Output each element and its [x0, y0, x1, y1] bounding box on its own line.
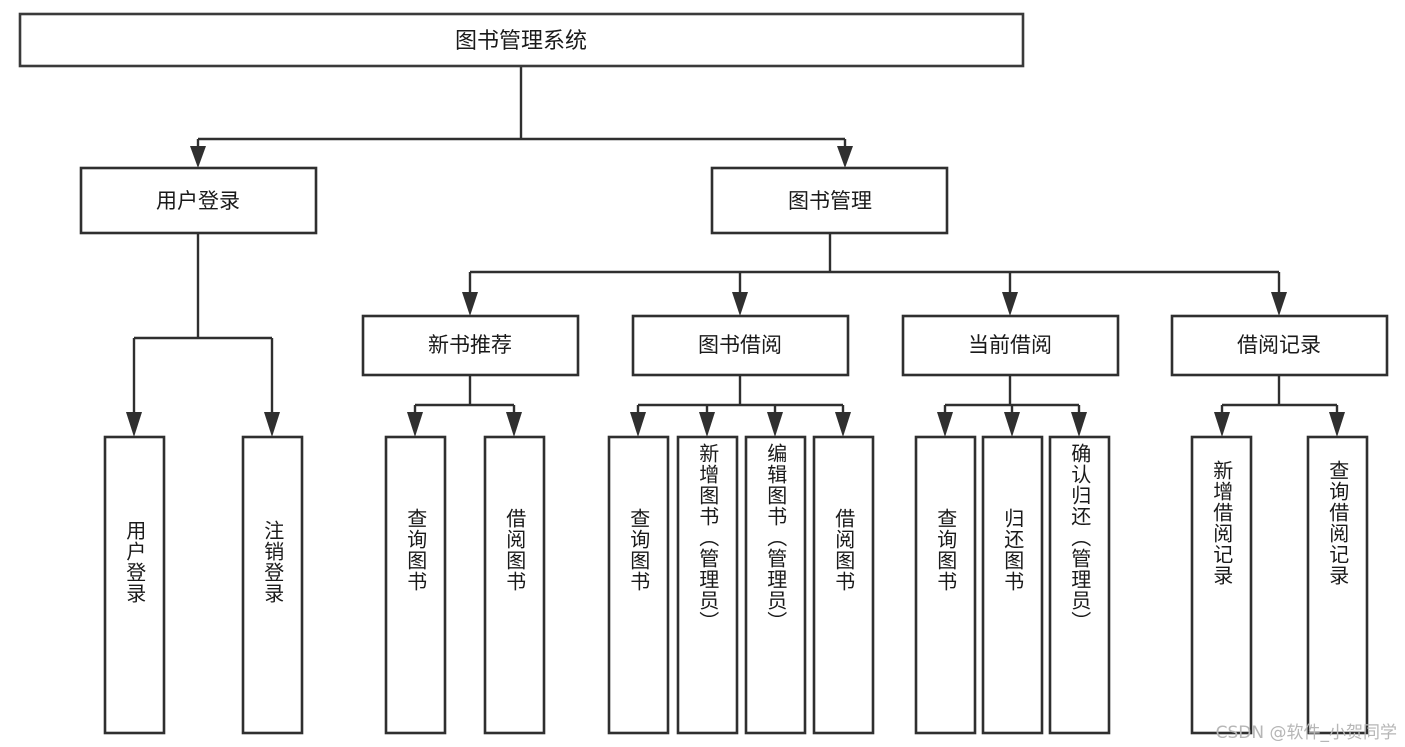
node-book-management-label: 图书管理 — [788, 189, 872, 213]
connectors-borrow-record-to-leaves — [1214, 375, 1345, 437]
leaf-box-book-borrow-1[interactable] — [676, 435, 739, 735]
node-root-label: 图书管理系统 — [455, 29, 587, 54]
node-current-borrow[interactable]: 当前借阅 — [901, 314, 1120, 377]
leaf-box-current-borrow-1[interactable] — [981, 435, 1044, 735]
leaf-box-borrow-record-0[interactable] — [1190, 435, 1253, 735]
leaf-box-book-borrow-0[interactable] — [607, 435, 670, 735]
connectors-user-login-to-leaves — [126, 233, 280, 437]
node-book-management[interactable]: 图书管理 — [710, 166, 949, 235]
leaf-box-user-login-0[interactable] — [103, 435, 166, 735]
node-borrow-record-label: 借阅记录 — [1237, 333, 1321, 357]
node-book-borrow-label: 图书借阅 — [698, 333, 782, 357]
leaf-box-current-borrow-0[interactable] — [914, 435, 977, 735]
node-current-borrow-label: 当前借阅 — [968, 333, 1052, 357]
node-user-login-label: 用户登录 — [156, 189, 240, 213]
leaf-box-new-book-0[interactable] — [384, 435, 447, 735]
connectors-level2-booking-to-level3 — [462, 233, 1287, 316]
connectors-current-borrow-to-leaves — [937, 375, 1087, 437]
csdn-watermark: CSDN @软件_小贺同学 — [1215, 723, 1397, 743]
leaf-box-new-book-1[interactable] — [483, 435, 546, 735]
leaf-box-book-borrow-2[interactable] — [744, 435, 807, 735]
leaf-box-current-borrow-2[interactable] — [1048, 435, 1111, 735]
node-new-book-recommend-label: 新书推荐 — [428, 333, 512, 357]
leaf-box-user-login-1[interactable] — [241, 435, 304, 735]
connectors-root-to-level2 — [190, 66, 853, 168]
node-new-book-recommend[interactable]: 新书推荐 — [361, 314, 580, 377]
node-user-login[interactable]: 用户登录 — [79, 166, 318, 235]
node-book-borrow[interactable]: 图书借阅 — [631, 314, 850, 377]
node-root[interactable]: 图书管理系统 — [18, 12, 1025, 68]
connectors-new-book-to-leaves — [407, 375, 522, 437]
leaf-box-book-borrow-3[interactable] — [812, 435, 875, 735]
connectors-book-borrow-to-leaves — [630, 375, 851, 437]
node-borrow-record[interactable]: 借阅记录 — [1170, 314, 1389, 377]
leaf-box-borrow-record-1[interactable] — [1306, 435, 1369, 735]
